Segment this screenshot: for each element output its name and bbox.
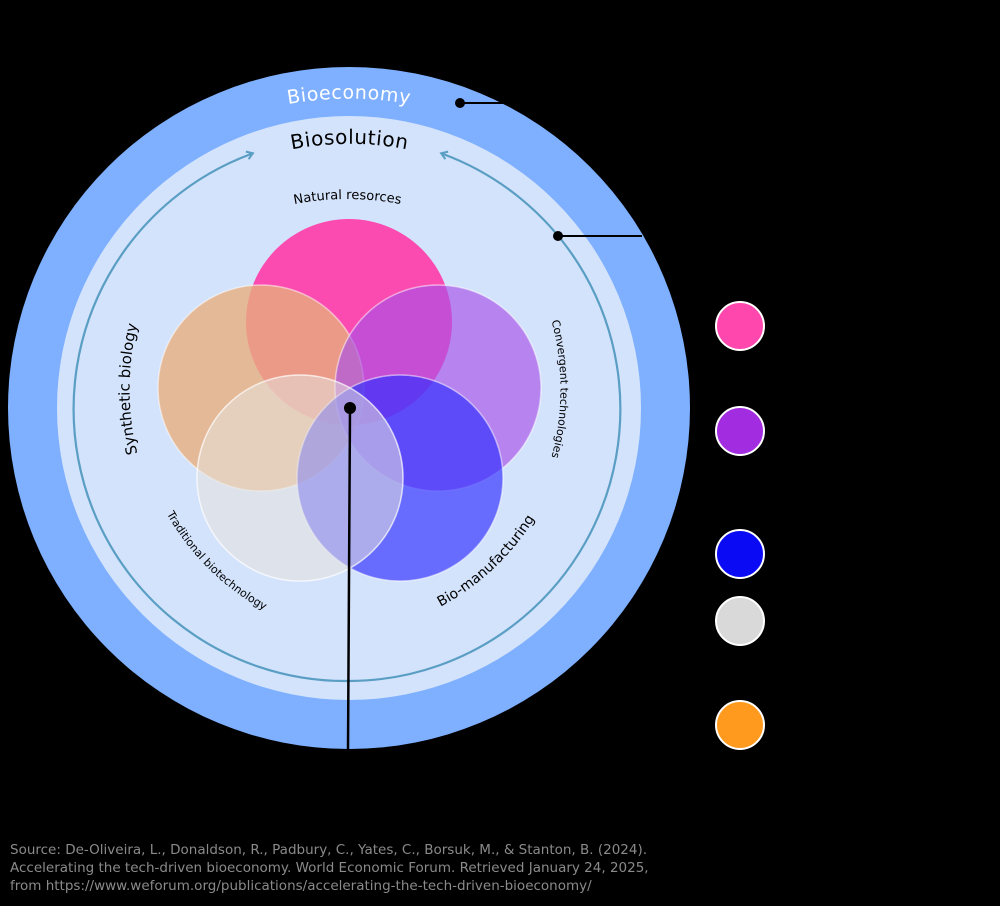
center-leader-dot: [344, 402, 356, 414]
petal-traditional-biotechnology: [196, 374, 404, 582]
center-leader-line: [346, 407, 352, 751]
biosolution-leader-dot: [553, 231, 563, 241]
legend-swatch-grey: [715, 596, 765, 646]
bioeconomy-leader-dot: [455, 98, 465, 108]
legend-swatch-pink: [715, 301, 765, 351]
cycle-arrow-right: [348, 150, 622, 683]
source-line-2: Accelerating the tech-driven bioeconomy.…: [10, 860, 649, 876]
legend-swatch-blue: [715, 529, 765, 579]
petal-group: [157, 219, 542, 582]
cycle-arrow-left: [72, 150, 350, 683]
natural-resources-label: Natural resorces: [292, 188, 403, 208]
source-citation: Source: De-Oliveira, L., Donaldson, R., …: [10, 841, 710, 895]
source-line-3: from https://www.weforum.org/publication…: [10, 878, 592, 894]
legend-swatch-purple: [715, 406, 765, 456]
source-line-1: Source: De-Oliveira, L., Donaldson, R., …: [10, 842, 648, 858]
legend: [715, 301, 765, 750]
legend-swatch-orange: [715, 700, 765, 750]
svg-text:Natural resorces: Natural resorces: [292, 188, 403, 208]
